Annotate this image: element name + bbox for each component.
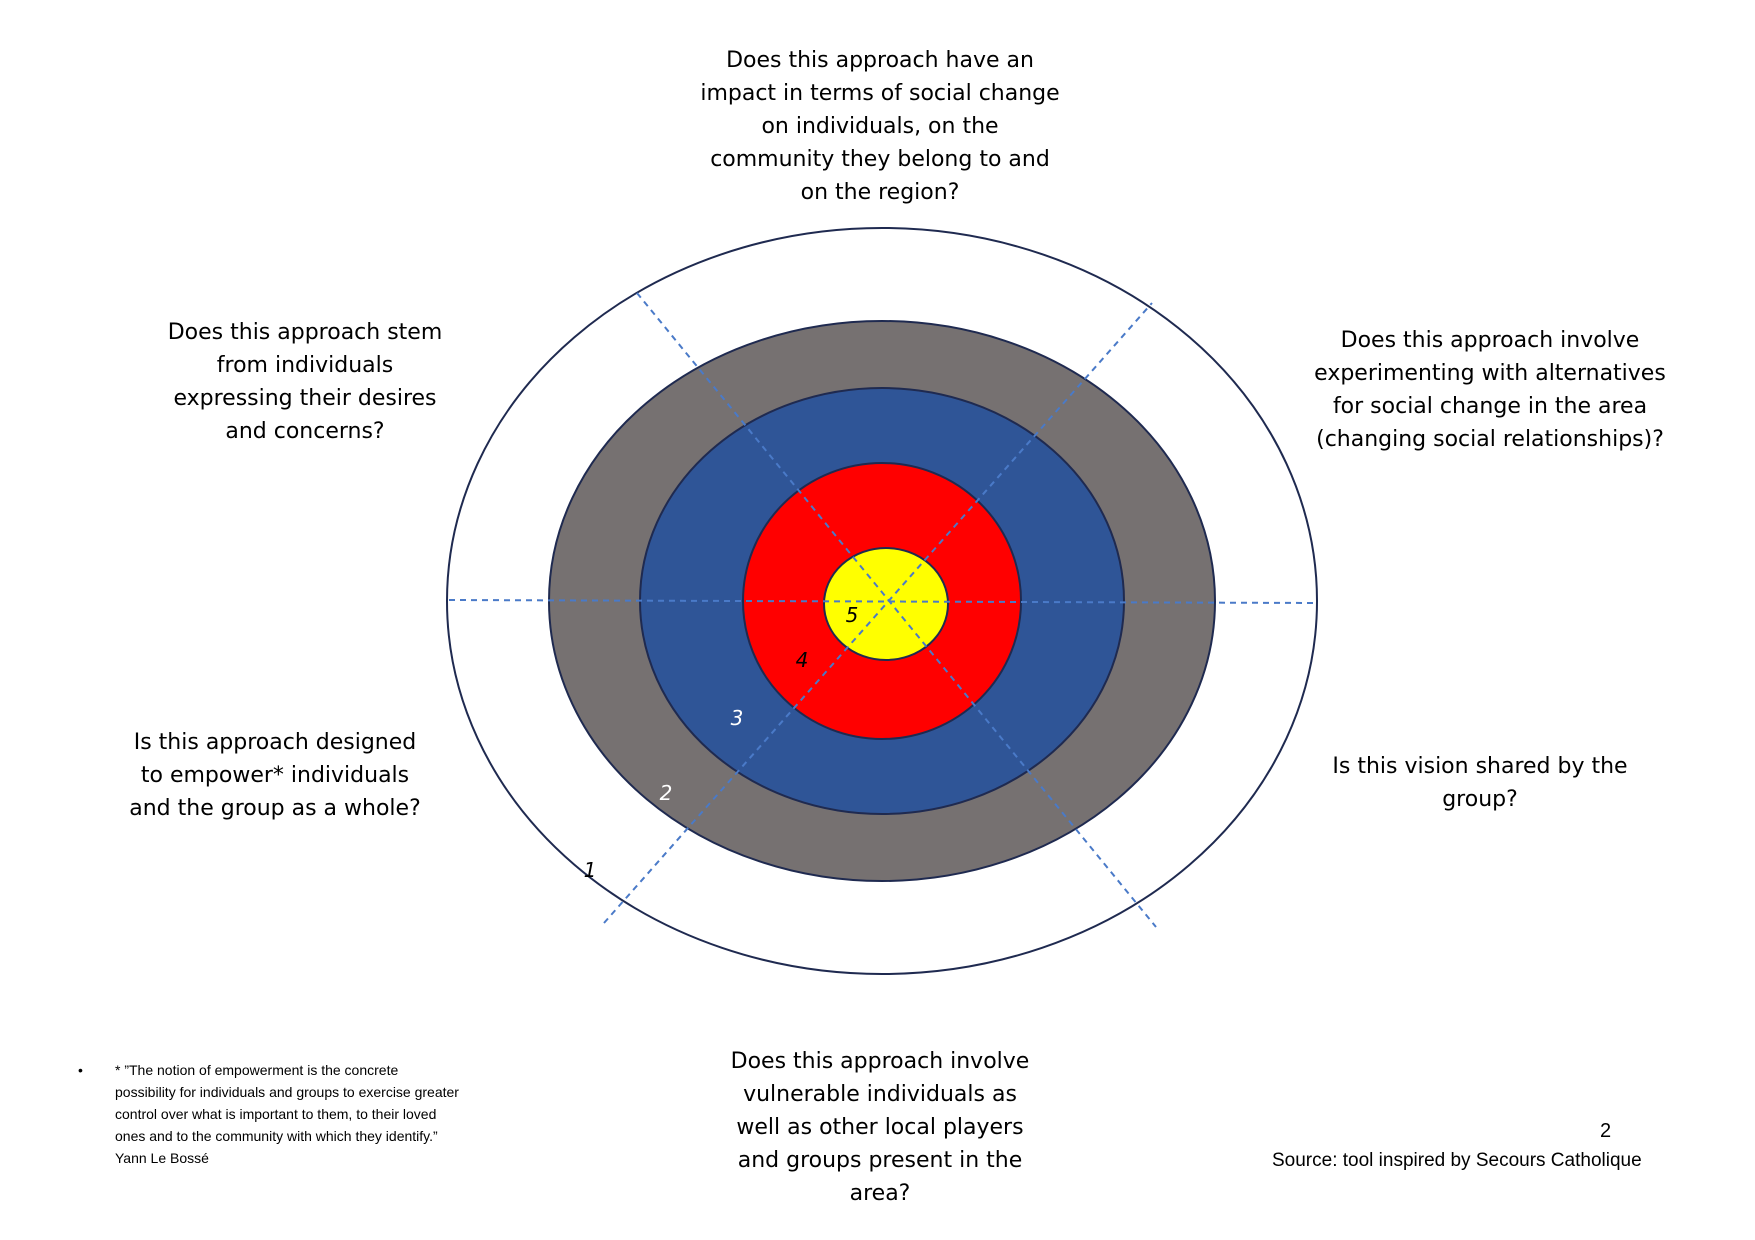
- question-empowerment: Is this approach designed to empower* in…: [129, 730, 421, 821]
- question-vulnerable-individuals: Does this approach involve vulnerable in…: [730, 1049, 1030, 1206]
- divider-horizontal: [448, 599, 1316, 604]
- ring-label-4: 4: [796, 648, 809, 672]
- question-shared-vision: Is this vision shared by the group?: [1332, 754, 1628, 812]
- question-experimenting-alternatives: Does this approach involve experimenting…: [1314, 328, 1666, 452]
- divider-diagonal-nwse: [636, 292, 1157, 928]
- question-individual-desires: Does this approach stem from individuals…: [167, 320, 443, 444]
- footnote-text: * ”The notion of empowerment is the conc…: [115, 1062, 459, 1166]
- ring-label-3: 3: [731, 706, 744, 730]
- ring-label-1: 1: [584, 858, 597, 882]
- empowerment-footnote: • * ”The notion of empowerment is the co…: [78, 1059, 508, 1169]
- page-number: 2: [1600, 1120, 1612, 1142]
- source-credit: Source: tool inspired by Secours Catholi…: [1272, 1150, 1642, 1171]
- ring-label-5: 5: [846, 603, 859, 627]
- divider-diagonal-swne: [603, 302, 1153, 924]
- footnote-bullet: •: [78, 1062, 83, 1078]
- ring-5: [823, 547, 949, 661]
- divider-lines: [448, 292, 1316, 928]
- ring-label-2: 2: [660, 781, 673, 805]
- question-social-change-impact: Does this approach have an impact in ter…: [700, 48, 1060, 205]
